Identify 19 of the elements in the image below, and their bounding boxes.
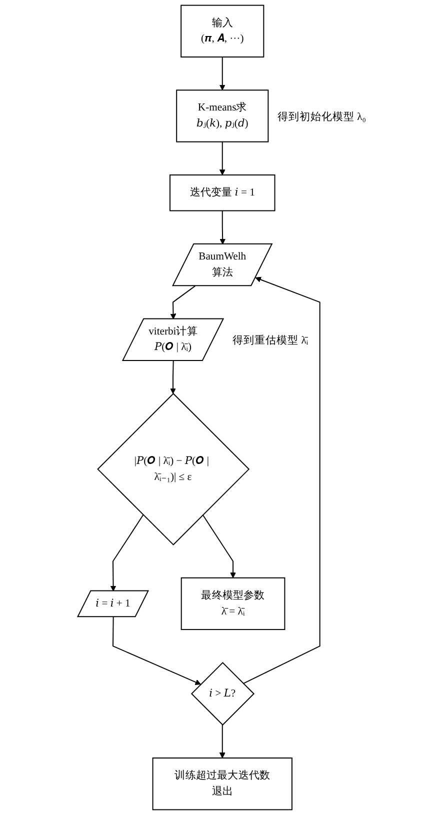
arrow xyxy=(242,276,320,684)
node-box: K-means求 𝑏ⱼ(𝑘), 𝑝ⱼ(𝑑) xyxy=(176,90,269,142)
arrow xyxy=(219,724,226,758)
node-diamond: 𝑖 > 𝐿? xyxy=(190,662,255,726)
node-diamond: |𝑃(𝑶 | λ̄ᵢ) − 𝑃(𝑶 | λ̄ᵢ₋₁)| ≤ ε xyxy=(97,392,250,546)
node-box: 最终模型参数 λ̄ = λ̄ᵢ xyxy=(180,577,286,630)
arrow xyxy=(202,514,236,578)
node-box: 训练超过最大迭代数退出 xyxy=(152,758,292,810)
arrow xyxy=(170,285,196,320)
arrow xyxy=(219,56,226,90)
arrow xyxy=(110,514,144,592)
node-box: 输入 (𝝅, 𝑨, ⋯) xyxy=(180,4,264,58)
arrow xyxy=(220,210,226,244)
annotation-text: 得到初始化模型 λ₀ xyxy=(277,112,366,123)
arrow xyxy=(170,360,176,394)
annotation-text: 得到重估模型 λ̄ᵢ xyxy=(232,336,308,347)
node-box: 迭代变量 𝑖 = 1 xyxy=(169,174,276,212)
arrow xyxy=(112,616,201,685)
arrow xyxy=(219,141,226,176)
